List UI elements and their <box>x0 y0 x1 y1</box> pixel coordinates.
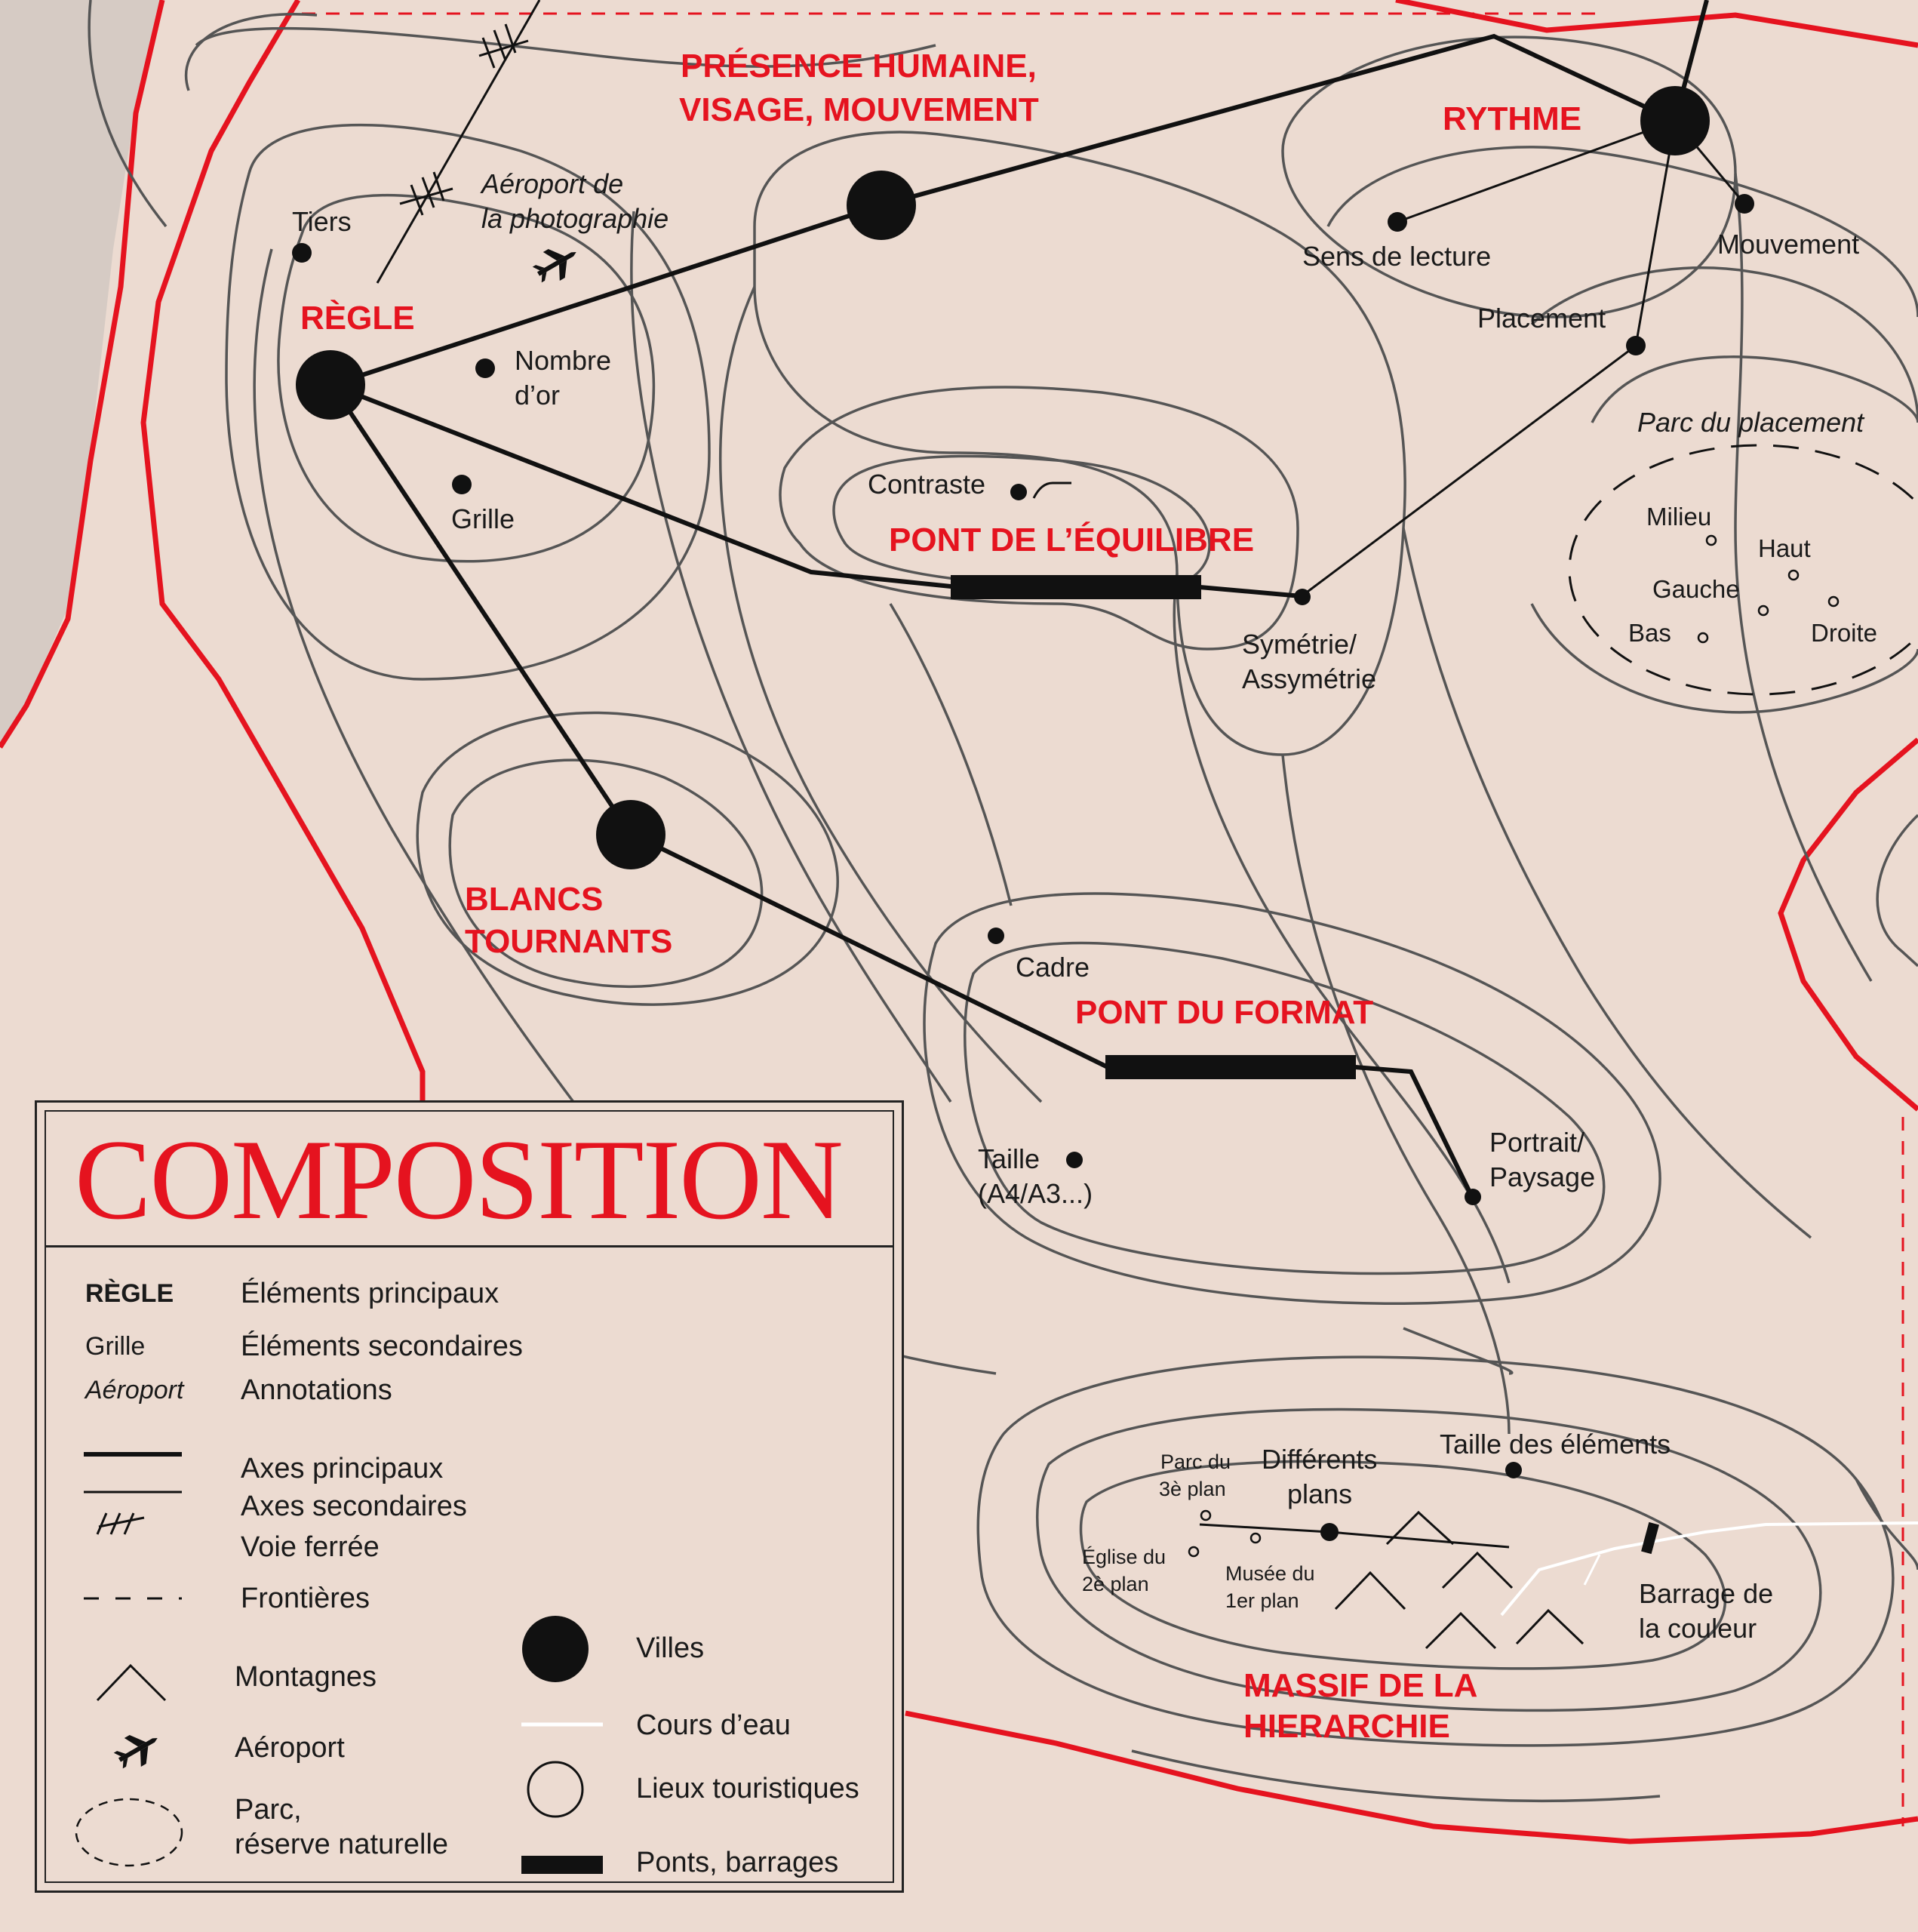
legend-frontier-symbol <box>84 1597 182 1600</box>
legend-tourist-symbol <box>527 1761 584 1818</box>
legend-parc-2: réserve naturelle <box>235 1829 449 1860</box>
legend-key-aeroport: Aéroport <box>85 1376 184 1404</box>
label-bas: Bas <box>1628 619 1671 647</box>
label-portrait-1: Portrait/ <box>1489 1127 1585 1158</box>
label-symetrie-2: Assymétrie <box>1242 663 1376 694</box>
rail-ticks-1 <box>478 23 529 69</box>
axes <box>330 0 1746 1549</box>
legend-box: COMPOSITION RÈGLE Éléments principaux Gr… <box>35 1100 904 1893</box>
label-musee-2: 1er plan <box>1225 1589 1299 1612</box>
label-regle: RÈGLE <box>300 299 415 337</box>
parc-placement-boundary <box>1568 444 1918 696</box>
legend-title: COMPOSITION <box>46 1112 893 1247</box>
label-milieu: Milieu <box>1646 503 1711 531</box>
pont-equilibre-bridge <box>951 575 1201 599</box>
label-massif-2: HIERARCHIE <box>1243 1708 1450 1745</box>
legend-axes-principaux: Axes principaux <box>241 1453 444 1484</box>
legend-ponts-barrages: Ponts, barrages <box>636 1847 839 1878</box>
railway <box>376 0 541 284</box>
legend-desc-aeroport: Annotations <box>241 1374 392 1406</box>
label-aeroport-2: la photographie <box>481 203 669 234</box>
legend-inner-frame: COMPOSITION RÈGLE Éléments principaux Gr… <box>45 1110 894 1883</box>
label-rythme: RYTHME <box>1443 100 1581 137</box>
city-regle <box>296 350 365 420</box>
label-pont-equilibre: PONT DE L’ÉQUILIBRE <box>889 521 1254 558</box>
tourist-spots <box>1188 534 1840 1558</box>
legend-lieux-touristiques: Lieux touristiques <box>636 1773 859 1804</box>
legend-airplane-icon <box>113 1734 158 1769</box>
label-nombre-2: d’or <box>515 380 560 411</box>
legend-key-grille: Grille <box>85 1332 146 1361</box>
park-icon <box>75 1798 183 1867</box>
secondary-points <box>292 194 1754 1541</box>
pont-format-bridge <box>1105 1055 1356 1079</box>
label-portrait-2: Paysage <box>1489 1161 1595 1192</box>
legend-line-symbols <box>84 1452 182 1535</box>
label-nombre-1: Nombre <box>515 345 611 376</box>
city-presence <box>847 171 916 240</box>
label-pont-format: PONT DU FORMAT <box>1075 994 1373 1031</box>
label-presence-1: PRÉSENCE HUMAINE, <box>681 47 1037 85</box>
legend-villes: Villes <box>636 1632 705 1664</box>
mountain-icon <box>96 1663 167 1702</box>
label-blancs-1: BLANCS <box>465 881 603 918</box>
label-gauche: Gauche <box>1652 575 1740 603</box>
legend-key-regle: RÈGLE <box>85 1279 174 1308</box>
rail-ticks-2 <box>399 171 453 216</box>
label-eglise-1: Église du <box>1082 1546 1166 1568</box>
label-aeroport-1: Aéroport de <box>480 168 623 199</box>
label-sens-lecture: Sens de lecture <box>1302 241 1491 272</box>
label-parc-placement: Parc du placement <box>1637 407 1865 438</box>
label-parc3-1: Parc du <box>1160 1451 1231 1473</box>
barrage-couleur-dam <box>1641 1521 1659 1555</box>
label-grille: Grille <box>451 503 515 534</box>
label-eglise-2: 2è plan <box>1082 1573 1149 1595</box>
label-differents-2: plans <box>1287 1478 1352 1509</box>
label-differents-1: Différents <box>1262 1444 1377 1475</box>
mountains <box>1334 1510 1585 1650</box>
label-massif-1: MASSIF DE LA <box>1243 1667 1477 1704</box>
label-mouvement: Mouvement <box>1717 229 1859 260</box>
legend-bridge-symbol <box>521 1856 603 1874</box>
legend-cours-eau: Cours d’eau <box>636 1709 791 1741</box>
label-presence-2: VISAGE, MOUVEMENT <box>679 91 1039 128</box>
legend-voie-ferree: Voie ferrée <box>241 1531 380 1563</box>
legend-axes-secondaires: Axes secondaires <box>241 1491 467 1522</box>
label-taille-elements: Taille des éléments <box>1440 1429 1671 1460</box>
rivers <box>1500 1521 1918 1617</box>
legend-frontieres: Frontières <box>241 1583 370 1614</box>
legend-montagnes: Montagnes <box>235 1661 377 1693</box>
label-musee-1: Musée du <box>1225 1562 1315 1585</box>
label-contraste: Contraste <box>868 469 985 500</box>
label-parc3-2: 3è plan <box>1159 1478 1226 1500</box>
city-rythme <box>1640 86 1710 155</box>
legend-desc-regle: Éléments principaux <box>241 1278 499 1309</box>
city-blancs <box>596 800 665 869</box>
label-droite: Droite <box>1811 619 1877 647</box>
label-tiers: Tiers <box>292 206 352 237</box>
sea-area <box>0 0 162 747</box>
label-blancs-2: TOURNANTS <box>465 923 672 960</box>
airplane-icon <box>532 248 576 283</box>
label-barrage-2: la couleur <box>1639 1613 1757 1644</box>
legend-city-symbol <box>522 1616 589 1682</box>
label-taille-2: (A4/A3...) <box>978 1178 1093 1209</box>
label-cadre: Cadre <box>1016 952 1090 983</box>
borders <box>0 0 1918 1844</box>
legend-right-symbols <box>521 1616 603 1874</box>
label-haut: Haut <box>1758 534 1811 562</box>
label-placement: Placement <box>1477 303 1606 334</box>
legend-parc-1: Parc, <box>235 1794 302 1826</box>
legend-desc-grille: Éléments secondaires <box>241 1331 523 1362</box>
label-symetrie-1: Symétrie/ <box>1242 629 1357 660</box>
label-barrage-1: Barrage de <box>1639 1578 1773 1609</box>
legend-aeroport: Aéroport <box>235 1732 345 1764</box>
label-taille-1: Taille <box>978 1143 1040 1174</box>
